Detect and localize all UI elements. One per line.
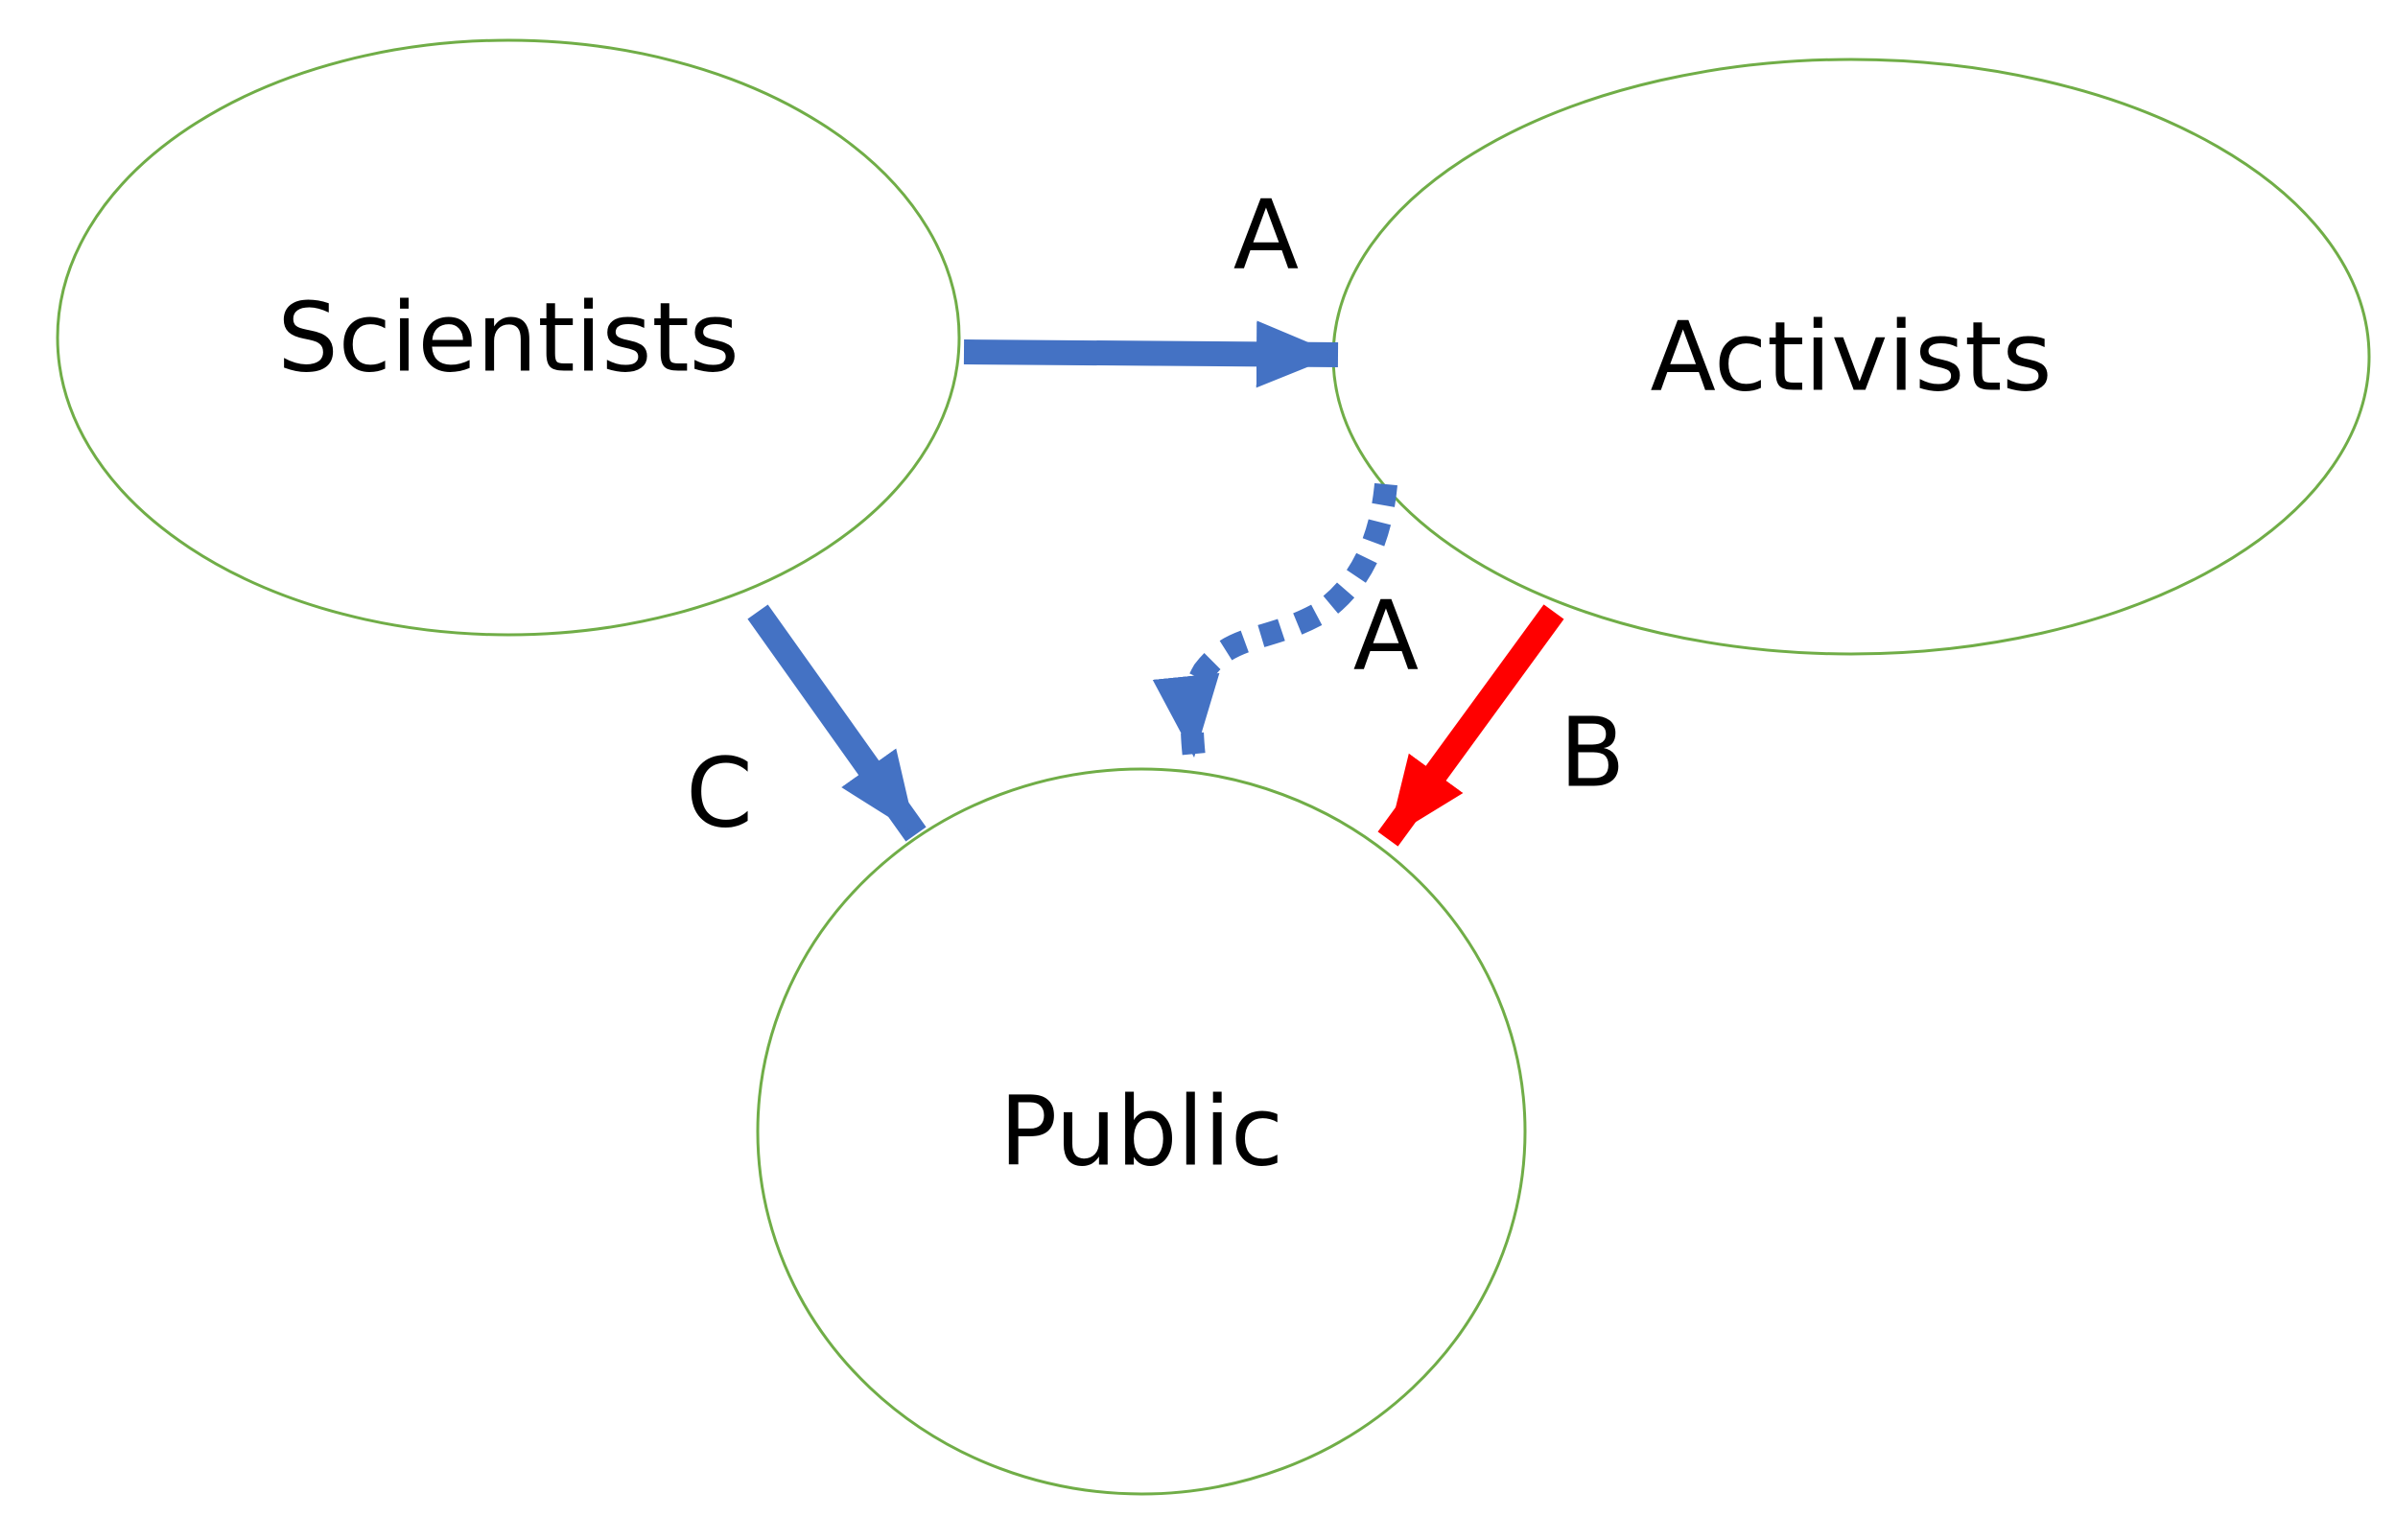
node-public: Public [756, 767, 1527, 1496]
edge-activists-to-public-dotted: A [1152, 482, 1419, 759]
public-label: Public [999, 1076, 1283, 1188]
public-circle [756, 767, 1527, 1496]
node-activists: Activists [1331, 58, 2371, 656]
edge-scientists-to-public: C [686, 604, 927, 850]
arrow-activists-to-public-dotted [1152, 482, 1397, 759]
scientists-ellipse [56, 38, 961, 637]
arrow-scientists-to-activists [963, 320, 1339, 388]
edge-label-c: C [686, 737, 753, 850]
edge-scientists-to-activists: A [963, 179, 1339, 388]
edge-label-b: B [1560, 697, 1626, 809]
arrow-scientists-to-public [747, 604, 927, 842]
node-scientists: Scientists [56, 38, 961, 637]
edge-label-a-middle: A [1353, 580, 1419, 692]
arrow-activists-to-public-red [1377, 604, 1564, 847]
edge-activists-to-public-red: B [1377, 604, 1626, 847]
scientists-label: Scientists [277, 282, 740, 394]
activists-label: Activists [1651, 301, 2053, 413]
edge-label-a-top: A [1233, 179, 1299, 292]
